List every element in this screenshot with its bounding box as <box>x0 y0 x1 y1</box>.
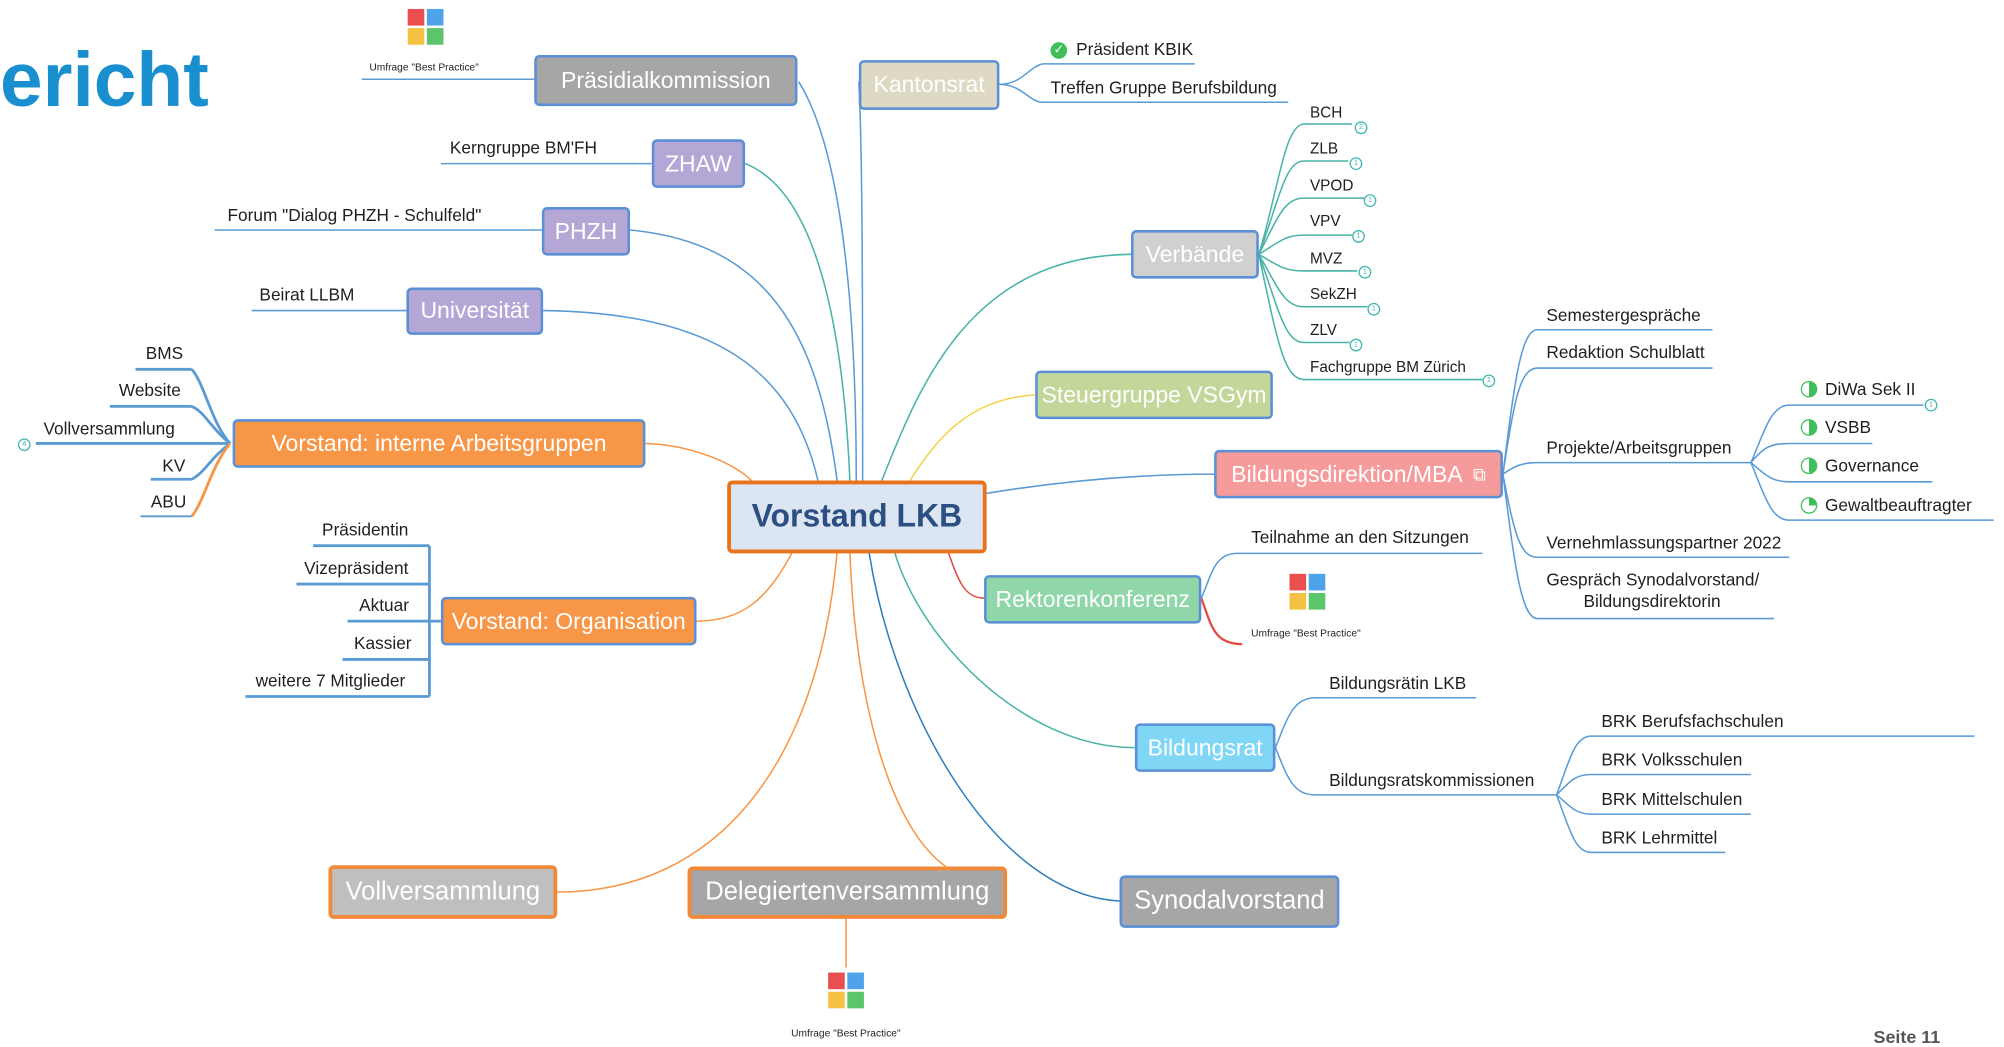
label-mvz: MVZ <box>1309 249 1343 268</box>
label-projekte-arbeitsgruppen: Projekte/Arbeitsgruppen <box>1546 438 1732 458</box>
count-badge: 1 <box>1349 338 1363 352</box>
label-vollversammlung: Vollversammlung <box>43 419 175 439</box>
progress-pie-icon <box>1800 457 1818 475</box>
node-praesidialkommission[interactable]: Präsidialkommission <box>534 54 798 107</box>
label-zlv: ZLV <box>1309 320 1337 339</box>
node-vollversammlung[interactable]: Vollversammlung <box>328 865 558 919</box>
node-universitaet[interactable]: Universität <box>406 287 544 335</box>
label-semestergespraeche: Semestergespräche <box>1546 305 1701 325</box>
count-badge: 2 <box>1354 121 1368 135</box>
label-teilnahme-sitzungen: Teilnahme an den Sitzungen <box>1251 527 1469 547</box>
label-website: Website <box>118 380 181 401</box>
label-brk-lehrmittel: BRK Lehrmittel <box>1601 828 1718 848</box>
label-diwa-sek-ii: DiWa Sek II <box>1824 379 1916 399</box>
count-badge: 1 <box>1482 374 1496 388</box>
label-treffen-berufsbildung: Treffen Gruppe Berufsbildung <box>1050 77 1277 98</box>
node-rektorenkonferenz[interactable]: Rektorenkonferenz <box>984 575 1202 624</box>
node-vorstand-organisation[interactable]: Vorstand: Organisation <box>440 596 697 646</box>
check-icon: ✓ <box>1050 42 1068 59</box>
label-sekzh: SekZH <box>1309 284 1357 303</box>
puzzle-icon <box>827 971 865 1009</box>
bildungsdirektion-label: Bildungsdirektion/MBA <box>1231 460 1463 487</box>
label-vpv: VPV <box>1309 212 1341 231</box>
label-gespraech-synodalvorstand: Gespräch Synodalvorstand/ <box>1546 569 1760 590</box>
label-bildungsraetin-lkb: Bildungsrätin LKB <box>1329 673 1467 693</box>
progress-pie-icon <box>1800 380 1818 398</box>
node-zhaw[interactable]: ZHAW <box>651 139 746 188</box>
progress-pie-icon <box>1800 419 1818 436</box>
center-node[interactable]: Vorstand LKB <box>727 480 987 554</box>
count-badge: 4 <box>17 438 31 452</box>
node-phzh[interactable]: PHZH <box>541 207 631 256</box>
count-badge: 1 <box>1349 157 1363 170</box>
node-steuergruppe-vsgym[interactable]: Steuergruppe VSGym <box>1035 370 1273 420</box>
label-bms: BMS <box>145 343 184 363</box>
label-bch: BCH <box>1309 103 1343 122</box>
link-icon: ⧉ <box>1472 463 1486 484</box>
puzzle-icon <box>406 8 444 46</box>
node-verbaende[interactable]: Verbände <box>1131 230 1259 279</box>
label-fachgruppe-bm: Fachgruppe BM Zürich <box>1309 357 1466 376</box>
count-badge: 1 <box>1358 265 1372 279</box>
label-vernehmlassungspartner: Vernehmlassungspartner 2022 <box>1546 532 1782 553</box>
label-brk-berufsfachschulen: BRK Berufsfachschulen <box>1601 711 1784 732</box>
count-badge: 1 <box>1352 230 1365 243</box>
label-praesidentin: Präsidentin <box>322 520 409 540</box>
label-bildungsratskommissionen: Bildungsratskommissionen <box>1329 770 1535 790</box>
label-kv: KV <box>162 456 186 476</box>
count-badge: 1 <box>1367 302 1381 316</box>
node-delegiertenversammlung[interactable]: Delegiertenversammlung <box>687 866 1008 919</box>
progress-pie-icon <box>1800 497 1818 514</box>
label-vpod: VPOD <box>1309 176 1354 195</box>
label-zlb: ZLB <box>1309 139 1339 158</box>
label-vsbb: VSBB <box>1824 417 1872 438</box>
label-forum-phzh: Forum "Dialog PHZH - Schulfeld" <box>227 205 482 225</box>
node-synodalvorstand[interactable]: Synodalvorstand <box>1119 875 1340 928</box>
label-vizepraesident: Vizepräsident <box>304 558 409 578</box>
label-gewaltbeauftragter: Gewaltbeauftragter <box>1824 495 1972 516</box>
label-kassier: Kassier <box>354 633 412 654</box>
survey-label-top: Umfrage "Best Practice" <box>369 61 479 73</box>
label-brk-mittelschulen: BRK Mittelschulen <box>1601 789 1743 809</box>
slide-title: ericht <box>0 37 209 123</box>
node-bildungsrat[interactable]: Bildungsrat <box>1134 723 1276 772</box>
label-praesident-kbik: Präsident KBIK <box>1076 39 1194 59</box>
node-vorstand-interne-arbeitsgruppen[interactable]: Vorstand: interne Arbeitsgruppen <box>232 419 646 468</box>
label-beirat: Beirat LLBM <box>259 284 355 305</box>
count-badge: 1 <box>1363 194 1377 208</box>
page-number: Seite 11 <box>1873 1026 1941 1047</box>
label-weitere-mitglieder: weitere 7 Mitglieder <box>255 670 406 691</box>
survey-label-bottom: Umfrage "Best Practice" <box>791 1027 901 1040</box>
count-badge: 1 <box>1924 398 1938 412</box>
node-kantonsrat[interactable]: Kantonsrat <box>858 60 1000 110</box>
label-bildungsdirektorin: Bildungsdirektorin <box>1583 591 1721 611</box>
puzzle-icon <box>1288 573 1326 611</box>
survey-label-right: Umfrage "Best Practice" <box>1251 627 1361 639</box>
label-abu: ABU <box>150 492 187 512</box>
node-bildungsdirektion-mba[interactable]: Bildungsdirektion/MBA ⧉ <box>1214 449 1503 499</box>
label-kerngruppe: Kerngruppe BM'FH <box>449 138 598 158</box>
label-brk-volksschulen: BRK Volksschulen <box>1601 750 1743 770</box>
label-governance: Governance <box>1824 456 1919 476</box>
label-redaktion-schulblatt: Redaktion Schulblatt <box>1546 342 1705 362</box>
label-aktuar: Aktuar <box>359 595 409 615</box>
